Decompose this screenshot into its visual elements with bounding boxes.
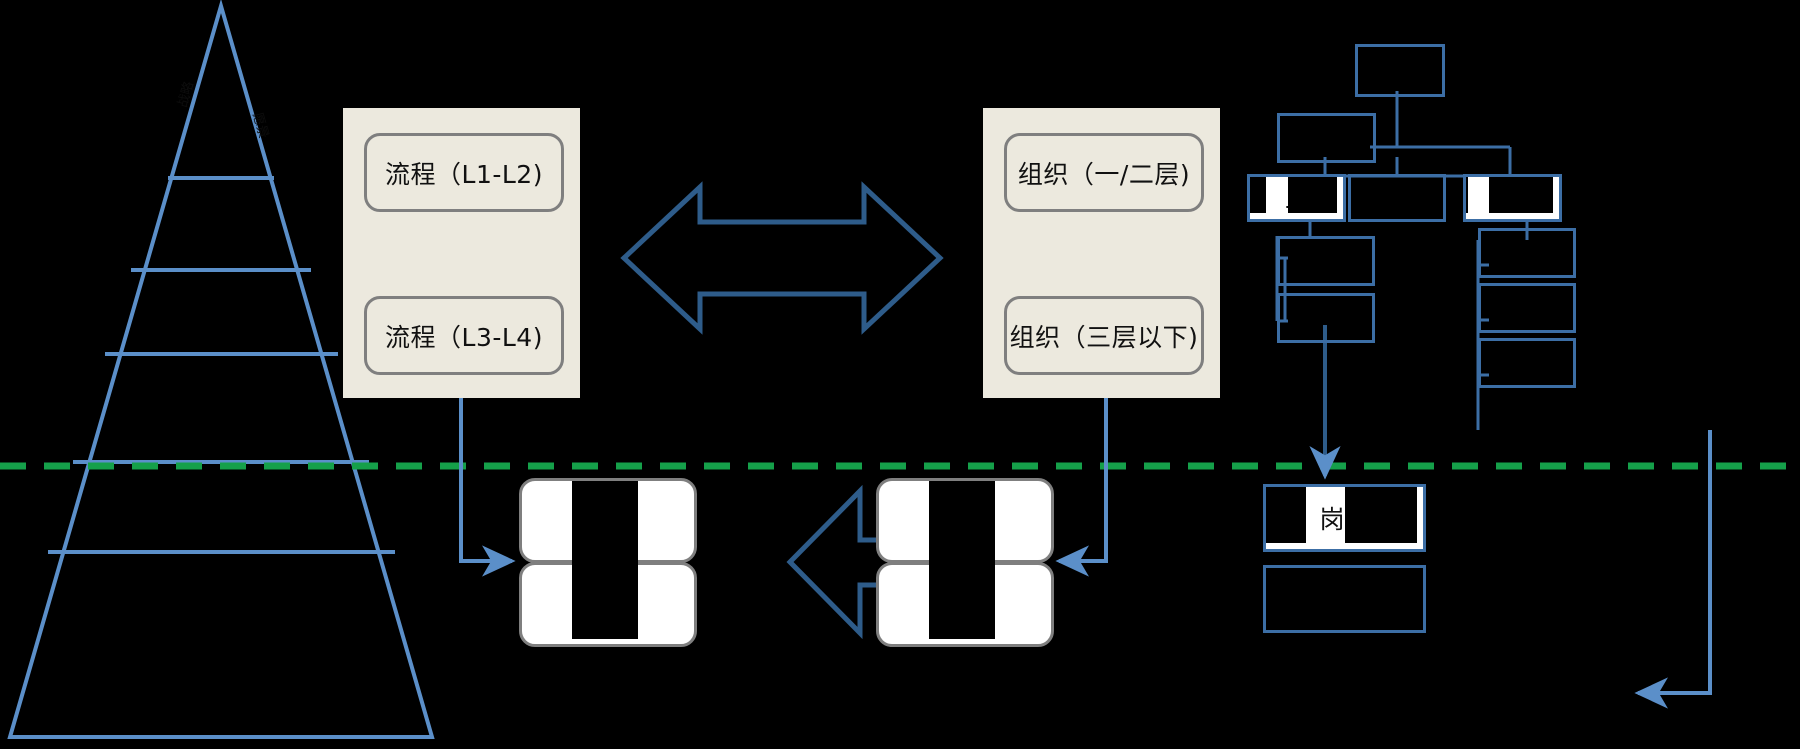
- pyramid-apex-labels: 战略 愿景: [174, 80, 270, 140]
- process-box-l3-l4[interactable]: 流程（L3-L4): [364, 296, 564, 375]
- orgchart-node-9[interactable]: [1478, 283, 1576, 333]
- connector-process-to-activity: [459, 375, 516, 577]
- orgchart-node-4[interactable]: [1348, 174, 1446, 222]
- svg-text:战略: 战略: [174, 80, 197, 109]
- orgchart-node-3-redaction: [1250, 177, 1266, 213]
- orgchart-node-7[interactable]: [1277, 293, 1375, 343]
- orgchart-node-3-redaction-right: [1288, 177, 1337, 213]
- orgchart-node-6[interactable]: [1277, 236, 1375, 286]
- pyramid-outline: [7, 0, 435, 739]
- org-box-tier-3-below[interactable]: 组织（三层以下): [1004, 296, 1204, 375]
- orgchart-node-5-redaction-left: [1466, 177, 1468, 213]
- org-box-tier-1-2[interactable]: 组织（一/二层): [1004, 133, 1204, 212]
- orgchart-post-redaction-left: [1266, 487, 1306, 543]
- orgchart-post-redaction-right: [1345, 487, 1417, 543]
- orgchart-node-2[interactable]: [1277, 113, 1376, 163]
- svg-text:愿景: 愿景: [249, 111, 271, 140]
- orgchart-node-5-redaction-right: [1489, 177, 1553, 213]
- orgchart-node-8[interactable]: [1478, 228, 1576, 278]
- bottom-right-redaction: [929, 481, 995, 639]
- orgchart-node-root[interactable]: [1355, 44, 1445, 97]
- process-box-l1-l2[interactable]: 流程（L1-L2): [364, 133, 564, 212]
- horizontal-double-arrow: [620, 181, 944, 335]
- orgchart-node-10[interactable]: [1478, 338, 1576, 388]
- orgchart-bottom-box[interactable]: [1263, 565, 1426, 633]
- connector-org-to-activity: [1055, 375, 1108, 577]
- connector-orgchart-to-bottom: [1634, 430, 1712, 709]
- bottom-left-redaction: [572, 481, 638, 639]
